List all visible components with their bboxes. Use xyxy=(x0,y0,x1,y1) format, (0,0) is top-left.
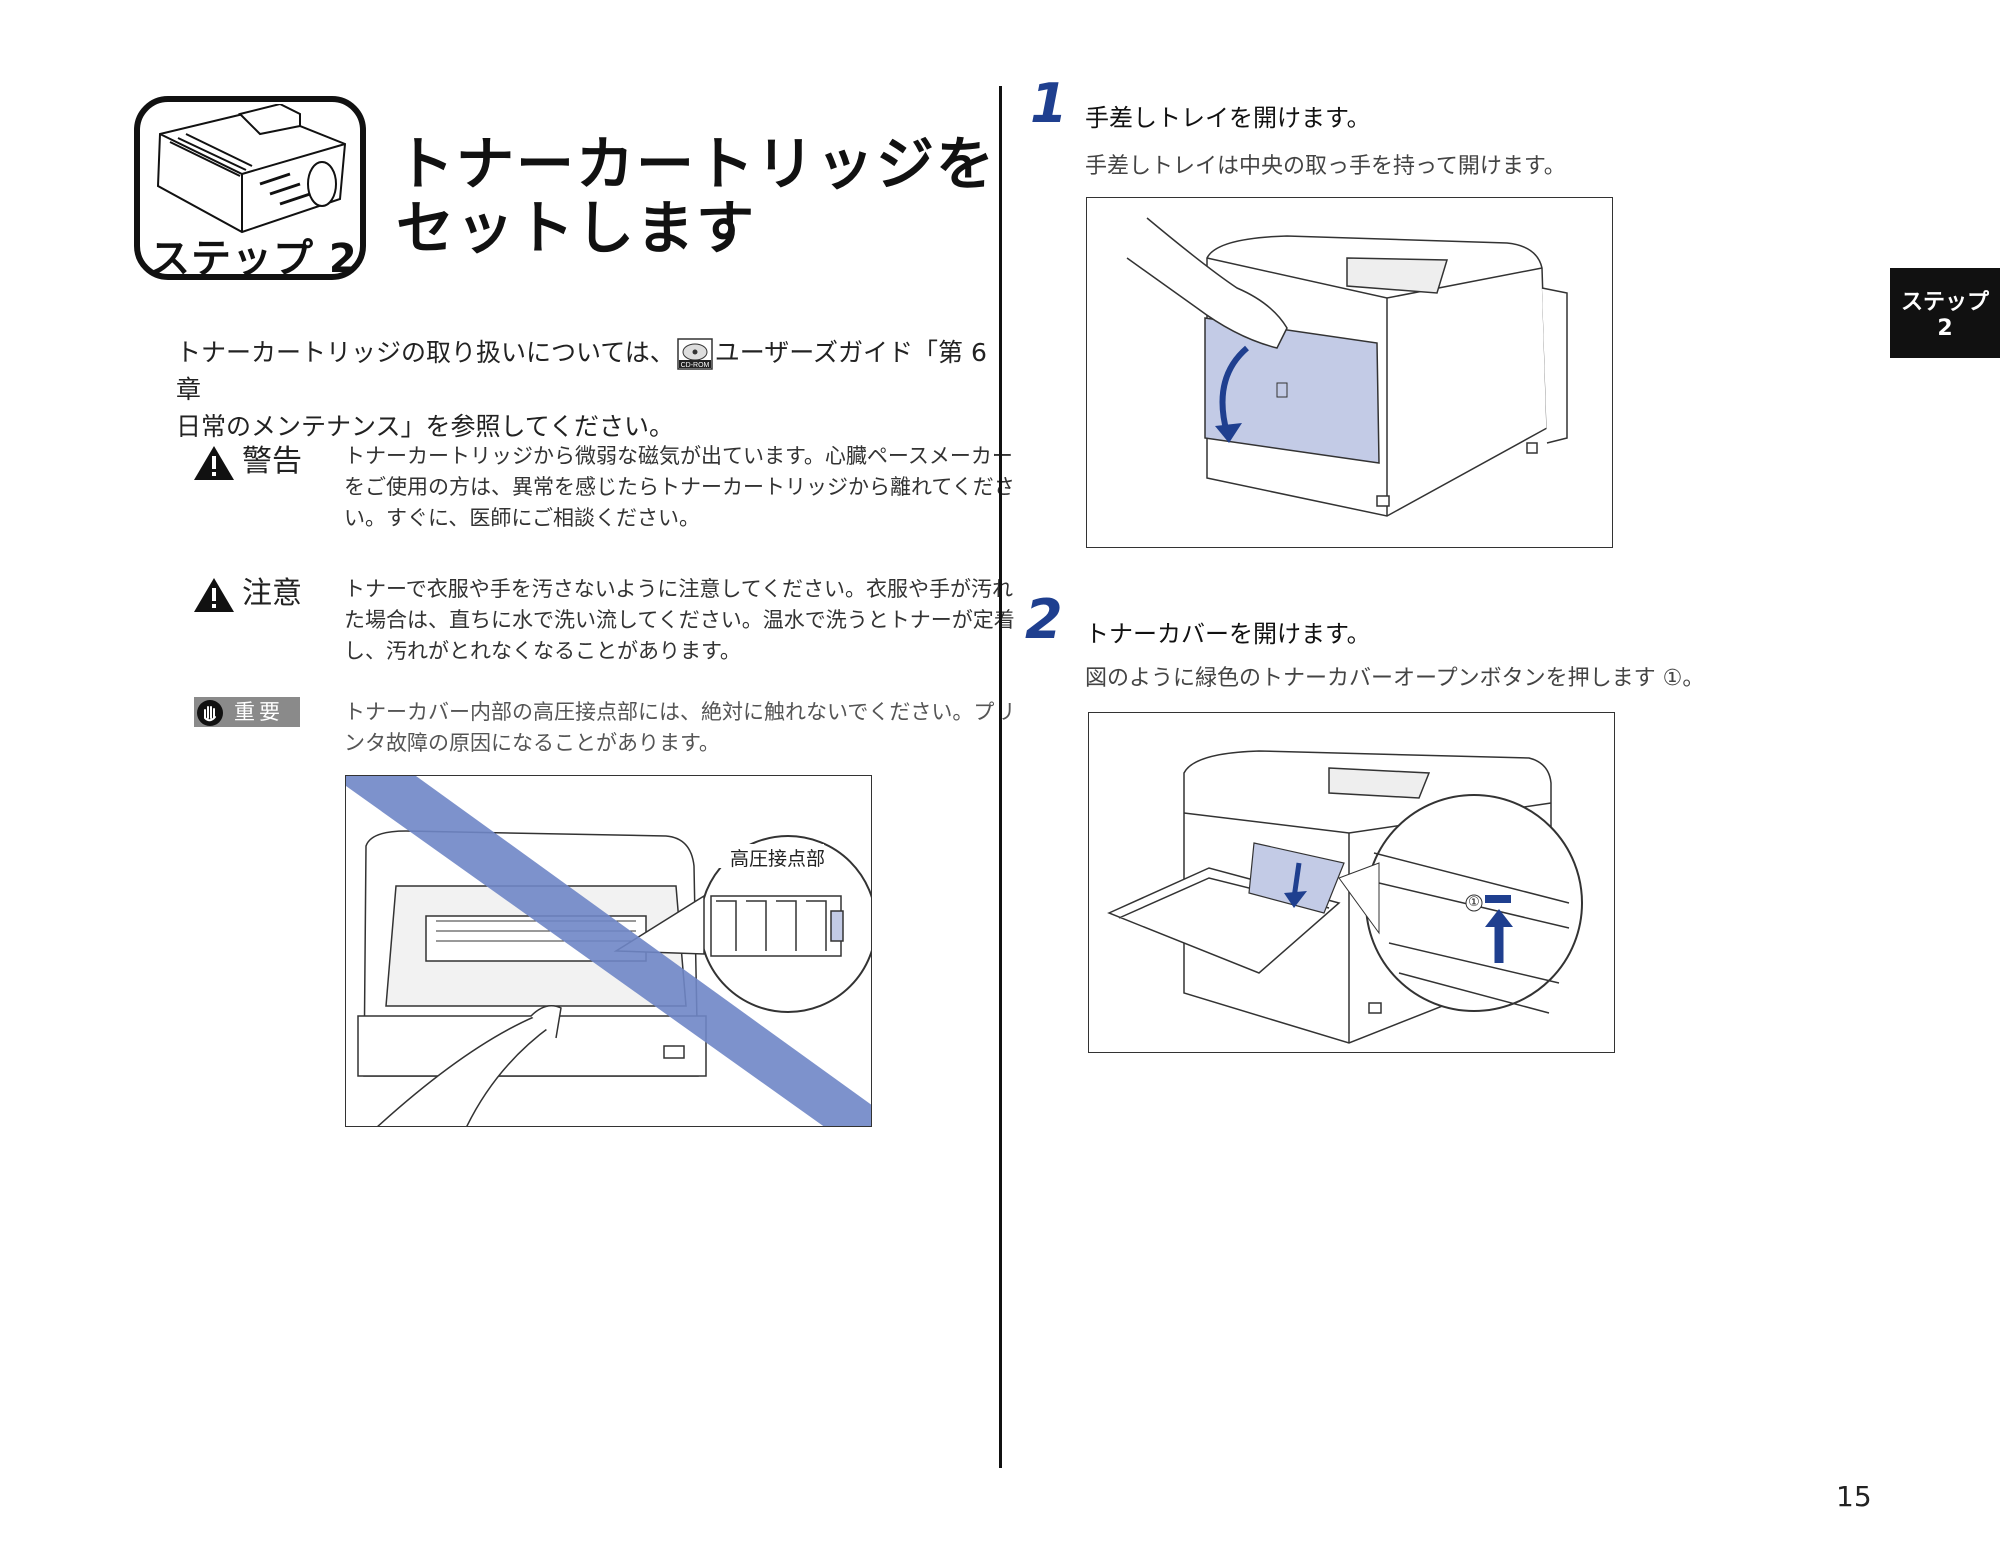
open-arrow-icon xyxy=(1219,345,1250,434)
figure-callout-number: ① xyxy=(1468,895,1480,910)
toner-cartridge-icon xyxy=(156,104,347,234)
warning-text: トナーカートリッジから微弱な磁気が出ています。心臓ペースメーカー をご使用の方は… xyxy=(344,441,1064,534)
manual-tray-door xyxy=(1204,317,1380,464)
caution-line-1: トナーで衣服や手を汚さないように注意してください。衣服や手が汚れ xyxy=(344,577,1014,601)
warning-line-2: をご使用の方は、異常を感じたらトナーカートリッジから離れてくださ xyxy=(344,475,1015,499)
step-1-title: 手差しトレイを開けます。 xyxy=(1085,104,1371,132)
page-number: 15 xyxy=(1836,1480,1872,1513)
column-divider xyxy=(999,86,1002,1468)
important-line-1: トナーカバー内部の高圧接点部には、絶対に触れないでください。プリ xyxy=(344,700,1016,724)
caution-heading: 注意 xyxy=(192,568,302,614)
cdrom-icon-text: CD-ROM xyxy=(680,362,709,369)
printer-tray-illustration xyxy=(1126,217,1568,517)
figure-high-voltage-contacts: 高圧接点部 xyxy=(345,775,872,1127)
cdrom-icon: CD-ROM xyxy=(677,338,713,370)
warning-heading: 警告 xyxy=(192,436,302,482)
warning-triangle-icon xyxy=(194,445,234,480)
step-2-title: トナーカバーを開けます。 xyxy=(1085,620,1371,648)
step-1-description: 手差しトレイは中央の取っ手を持って開けます。 xyxy=(1085,154,1566,179)
warning-line-1: トナーカートリッジから微弱な磁気が出ています。心臓ペースメーカー xyxy=(344,444,1013,468)
caution-text: トナーで衣服や手を汚さないように注意してください。衣服や手が汚れ た場合は、直ち… xyxy=(344,574,1064,667)
side-step-tab: ステップ 2 xyxy=(1890,268,2000,358)
prohibition-band xyxy=(346,776,871,1126)
page-title: トナーカートリッジを セットします xyxy=(396,132,996,260)
intro-text-1: トナーカートリッジの取り扱いについては、 xyxy=(176,338,675,367)
figure-open-manual-tray xyxy=(1086,197,1613,548)
side-tab-line-1: ステップ xyxy=(1900,290,1989,315)
printer-toner-cover-illustration xyxy=(1107,750,1583,1044)
printer-open-illustration xyxy=(346,776,871,1126)
caution-triangle-icon xyxy=(194,577,234,612)
stop-hand-icon xyxy=(197,700,223,726)
caution-label: 注意 xyxy=(242,576,302,611)
caution-line-2: た場合は、直ちに水で洗い流してください。温水で洗うとトナーが定着 xyxy=(344,608,1015,632)
title-line-2: セットします xyxy=(396,194,757,262)
step-2-description: 図のように緑色のトナーカバーオープンボタンを押します ①。 xyxy=(1085,666,1705,691)
step-badge-label: ステップ 2 xyxy=(150,236,358,282)
step-badge xyxy=(134,96,366,280)
important-text: トナーカバー内部の高圧接点部には、絶対に触れないでください。プリ ンタ故障の原因… xyxy=(344,697,1064,759)
important-line-2: ンタ故障の原因になることがあります。 xyxy=(344,731,720,755)
figure-callout-label: 高圧接点部 xyxy=(730,848,826,870)
figure-open-toner-cover: ① xyxy=(1088,712,1615,1053)
intro-text-3: 日常のメンテナンス」を参照してください。 xyxy=(176,412,675,441)
warning-label: 警告 xyxy=(242,444,302,479)
caution-line-3: し、汚れがとれなくなることがあります。 xyxy=(344,639,741,663)
title-line-1: トナーカートリッジを xyxy=(396,130,997,198)
side-tab-line-2: 2 xyxy=(1937,316,1953,341)
warning-line-3: い。すぐに、医師にご相談ください。 xyxy=(344,506,700,530)
intro-text-2: ユーザーズガイド「第 6 章 xyxy=(176,338,987,404)
step-2-number: 2 xyxy=(1025,588,1063,651)
hand-illustration xyxy=(1126,217,1288,349)
step-1-number: 1 xyxy=(1030,72,1068,135)
